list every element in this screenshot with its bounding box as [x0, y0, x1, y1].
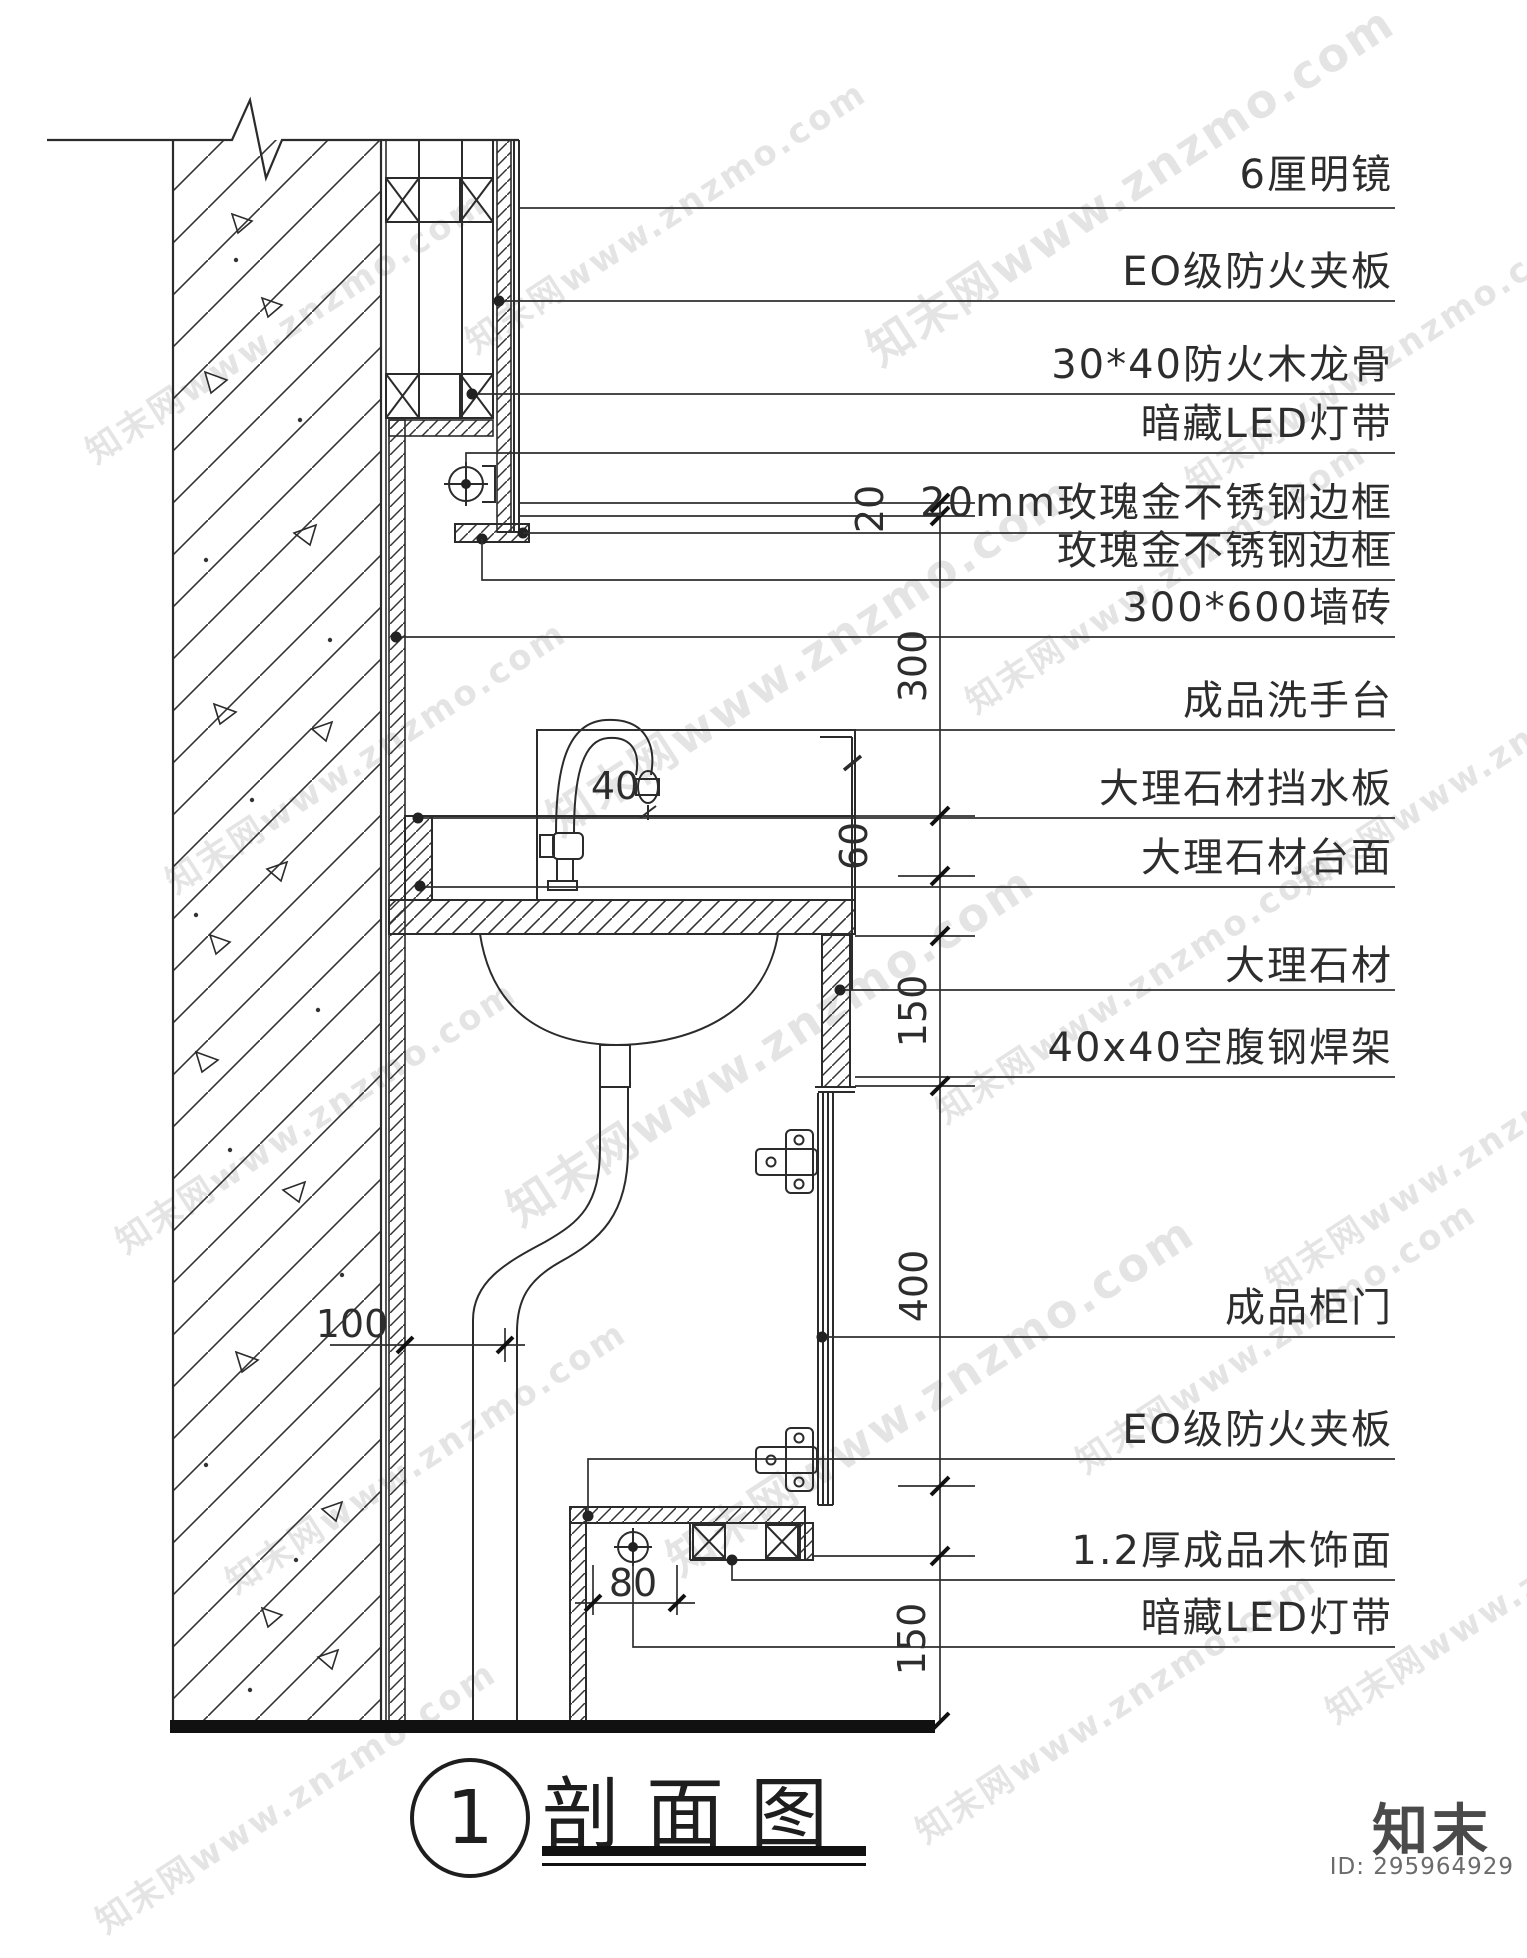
dimension-chain [330, 492, 975, 1733]
dim-300: 300 [891, 629, 935, 703]
title-underline-thin [542, 1863, 866, 1866]
basin-drain [599, 1044, 631, 1088]
dim-100: 100 [315, 1302, 389, 1346]
title-underline-thick [542, 1846, 866, 1856]
label-marble-splash: 大理石材挡水板 [1099, 766, 1393, 812]
label-fireproof-plywood-bottom: EO级防火夹板 [1122, 1407, 1393, 1453]
brand-logo: 知末 [1372, 1799, 1492, 1864]
image-id: ID: 295964929 [1329, 1854, 1514, 1880]
label-washbasin: 成品洗手台 [1183, 678, 1393, 724]
dim-40: 40 [590, 764, 640, 808]
dim-400: 400 [892, 1249, 936, 1323]
drain-pipe [472, 1087, 629, 1722]
dim-150-bottom: 150 [890, 1602, 934, 1676]
steel-edge-frame [454, 523, 530, 545]
cabinet-door-section [817, 1093, 834, 1505]
basin-bowl [479, 933, 779, 1047]
label-steel-weld-frame: 40x40空腹钢焊架 [1047, 1025, 1393, 1071]
label-cabinet-door: 成品柜门 [1225, 1285, 1393, 1331]
led-light-top [444, 462, 496, 506]
hinge-symbol [755, 1129, 818, 1194]
dim-80: 80 [608, 1561, 658, 1605]
vanity-cabinet [569, 934, 856, 1723]
label-mirror: 6厘明镜 [1239, 152, 1393, 198]
label-steel-frame: 玫瑰金不锈钢边框 [1057, 528, 1393, 574]
label-steel-frame-20mm: 20mm玫瑰金不锈钢边框 [920, 480, 1393, 526]
leader-lines [390, 207, 1395, 1648]
label-led-strip-bottom: 暗藏LED灯带 [1140, 1595, 1393, 1641]
label-led-strip-top: 暗藏LED灯带 [1140, 401, 1393, 447]
label-marble-countertop: 大理石材台面 [1141, 835, 1393, 881]
wall-tile-layer [388, 419, 406, 1723]
dim-20: 20 [848, 484, 892, 534]
mirror-assembly [385, 139, 520, 533]
wood-keel-blocks [385, 177, 494, 419]
cabinet-side-panel [821, 934, 851, 1088]
label-marble: 大理石材 [1225, 943, 1393, 989]
wood-veneer-strip [569, 1506, 806, 1524]
label-wall-tile: 300*600墙砖 [1122, 585, 1393, 631]
dim-150-top: 150 [891, 974, 935, 1048]
detail-number-bubble: 1 [410, 1758, 530, 1878]
dim-60: 60 [832, 821, 876, 871]
faucet [539, 718, 660, 891]
detail-number: 1 [446, 1775, 494, 1861]
drawing-title: 剖面图 [542, 1770, 855, 1860]
label-fireproof-plywood-top: EO级防火夹板 [1122, 249, 1393, 295]
leader-dots [390, 295, 846, 1566]
marble-counter-slab [388, 899, 856, 935]
label-wood-veneer: 1.2厚成品木饰面 [1071, 1528, 1393, 1574]
label-wood-keel: 30*40防火木龙骨 [1051, 342, 1393, 388]
floor-line [170, 1720, 935, 1733]
